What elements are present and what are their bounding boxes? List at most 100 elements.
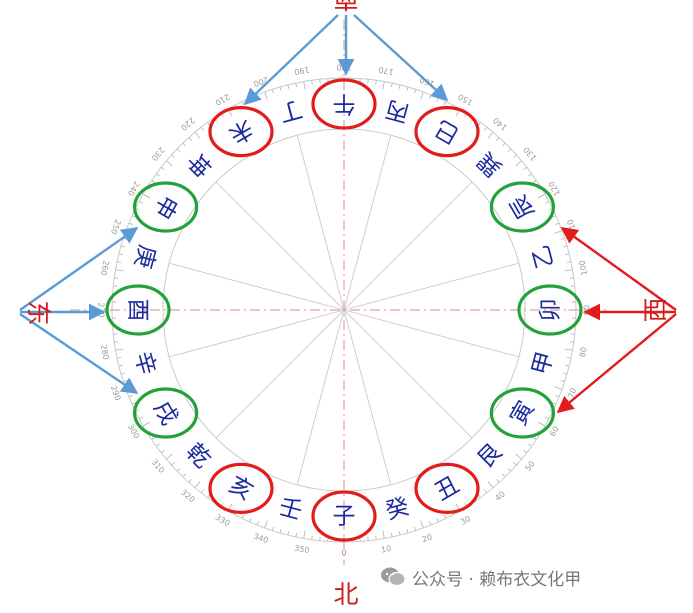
- degree-tick: [545, 200, 550, 204]
- degree-label: 350: [293, 544, 310, 556]
- degree-tick: [484, 489, 488, 494]
- degree-label: 40: [493, 489, 507, 502]
- degree-tick: [532, 179, 537, 183]
- sector-spoke: [215, 309, 345, 439]
- degree-tick: [311, 80, 313, 85]
- degree-tick: [279, 529, 282, 534]
- degree-tick: [200, 126, 204, 131]
- degree-tick: [131, 215, 136, 218]
- degree-label: 250: [109, 218, 123, 235]
- degree-label: 310: [149, 457, 166, 474]
- degree-label: 60: [548, 425, 561, 438]
- degree-tick: [256, 521, 259, 526]
- degree-tick: [382, 530, 385, 539]
- degree-label: 10: [380, 544, 392, 555]
- mountain-19: 辛: [129, 349, 160, 378]
- degree-tick: [443, 101, 447, 106]
- degree-tick: [565, 253, 570, 256]
- degree-tick: [443, 514, 447, 519]
- degree-tick: [566, 261, 572, 263]
- degree-tick: [513, 154, 517, 158]
- mountain-2: 丑: [431, 472, 464, 506]
- degree-tick: [375, 80, 377, 85]
- mountain-11: 丙: [383, 95, 412, 126]
- degree-tick: [120, 372, 125, 375]
- degree-tick: [151, 437, 156, 441]
- degree-tick: [545, 416, 550, 420]
- degree-tick: [513, 462, 517, 466]
- degree-tick: [507, 148, 512, 152]
- degree-tick: [120, 245, 125, 248]
- degree-tick: [116, 261, 122, 263]
- degree-label: 330: [214, 513, 232, 528]
- degree-label: 280: [99, 344, 111, 361]
- degree-tick: [176, 148, 181, 152]
- sector-spokes: [169, 135, 519, 485]
- mountain-0: 子: [333, 504, 356, 530]
- degree-tick: [194, 132, 201, 139]
- degree-tick: [295, 532, 297, 538]
- mountain-7: 乙: [528, 242, 559, 271]
- degree-tick: [537, 421, 546, 427]
- degree-tick: [171, 154, 175, 158]
- degree-label: 50: [523, 459, 536, 473]
- mountain-21: 乾: [181, 439, 216, 474]
- degree-tick: [563, 372, 568, 375]
- degree-tick: [420, 520, 424, 529]
- degree-tick: [564, 269, 573, 272]
- sector-spoke: [343, 309, 392, 485]
- sector-spoke: [343, 181, 473, 311]
- degree-tick: [391, 532, 393, 538]
- degree-label: 260: [99, 259, 111, 276]
- highlight-circles: [105, 78, 583, 542]
- degree-tick: [156, 443, 160, 447]
- sector-spoke: [343, 135, 392, 311]
- sector-spoke: [296, 309, 345, 485]
- degree-tick: [287, 531, 290, 536]
- degree-tick: [142, 421, 151, 427]
- sector-spoke: [169, 262, 345, 311]
- degree-label: 220: [179, 115, 196, 132]
- degree-tick: [532, 437, 537, 441]
- mountain-8: 辰: [506, 190, 540, 223]
- degree-tick: [156, 173, 160, 177]
- west-arrow: [556, 313, 677, 414]
- degree-tick: [436, 97, 439, 102]
- degree-tick: [528, 443, 532, 447]
- west-arrow: [560, 227, 677, 311]
- degree-tick: [487, 481, 494, 488]
- degree-tick: [128, 222, 133, 225]
- degree-tick: [241, 101, 245, 106]
- wechat-icon: [381, 567, 406, 587]
- red-highlight-circle: [311, 78, 377, 130]
- watermark: 公众号 · 赖布衣文化甲: [380, 563, 581, 591]
- degree-tick: [241, 514, 245, 519]
- degree-label: 130: [522, 145, 539, 162]
- degree-tick: [311, 535, 313, 540]
- degree-tick: [382, 81, 385, 90]
- degree-tick: [182, 473, 186, 478]
- degree-tick: [563, 245, 568, 248]
- degree-tick: [271, 526, 274, 531]
- degree-label: 70: [566, 387, 578, 400]
- direction-north: 北: [333, 580, 358, 609]
- degree-tick: [131, 402, 136, 405]
- degree-tick: [188, 479, 192, 483]
- degree-tick: [123, 380, 128, 383]
- degree-tick: [116, 357, 122, 359]
- degree-tick: [303, 530, 306, 539]
- green-highlight-circle: [489, 387, 556, 439]
- degree-tick: [114, 341, 119, 343]
- degree-tick: [565, 364, 570, 367]
- degree-label: 340: [252, 532, 269, 546]
- degree-tick: [115, 348, 124, 351]
- degree-tick: [188, 137, 192, 141]
- mountain-4: 寅: [506, 397, 540, 430]
- mountain-9: 巽: [473, 147, 508, 182]
- degree-tick: [166, 160, 173, 167]
- degree-label: 100: [578, 259, 590, 276]
- sector-spoke: [169, 309, 345, 358]
- degree-tick: [414, 526, 417, 531]
- degree-tick: [414, 89, 417, 94]
